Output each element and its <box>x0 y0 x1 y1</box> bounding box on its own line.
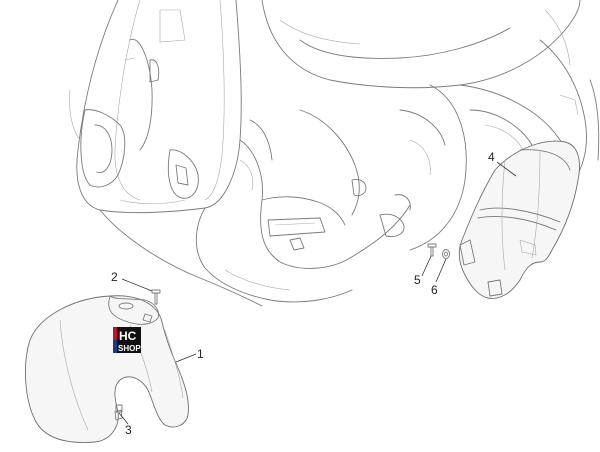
screw-part-2 <box>151 289 161 305</box>
callout-5: 5 <box>414 273 421 287</box>
leader-1 <box>175 353 197 363</box>
logo-blue-stripe <box>113 340 117 353</box>
screw-part-5 <box>427 243 437 257</box>
leader-5 <box>421 255 432 277</box>
leader-2 <box>121 278 153 292</box>
leader-3 <box>118 412 129 425</box>
leader-4 <box>496 161 517 177</box>
callout-6: 6 <box>431 283 438 297</box>
logo-hc-text: HC <box>119 329 137 343</box>
logo-shop-text: SHOP <box>118 344 141 353</box>
part-1-front-mudguard <box>24 295 189 443</box>
scooter-body-drawing <box>69 0 600 307</box>
part-4-rear-mudguard <box>458 140 580 299</box>
washer-part-6 <box>442 249 450 259</box>
hc-shop-watermark-logo: HC SHOP <box>113 327 141 353</box>
clip-part-3 <box>115 404 123 413</box>
callout-3: 3 <box>125 423 132 437</box>
callout-2: 2 <box>111 270 118 284</box>
logo-frame <box>113 327 141 353</box>
callout-1: 1 <box>197 347 204 361</box>
callout-4: 4 <box>488 150 495 164</box>
leader-6 <box>435 258 447 283</box>
logo-red-stripe <box>113 327 117 340</box>
